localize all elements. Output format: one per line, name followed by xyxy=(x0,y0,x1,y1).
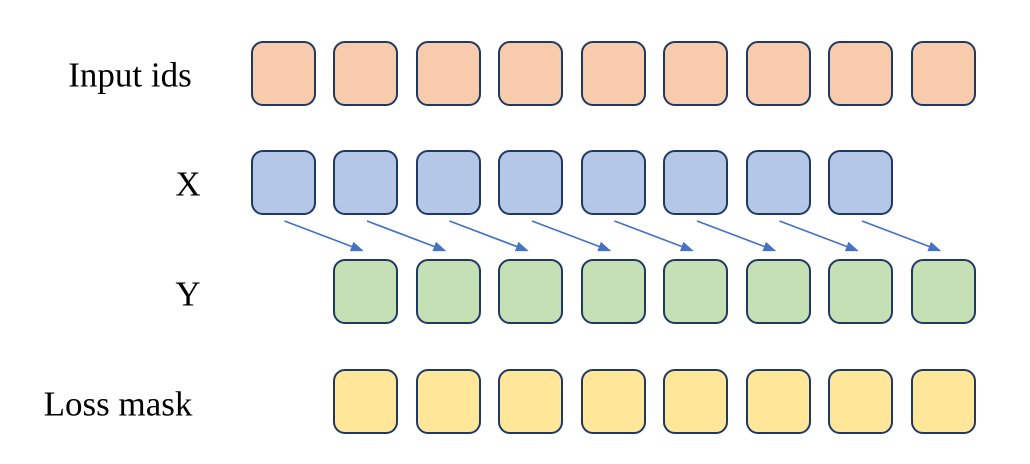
loss-mask-token-row xyxy=(0,369,1030,435)
token-cell-loss_mask-5 xyxy=(745,369,811,434)
token-cell-x-1 xyxy=(333,150,398,215)
row-label-input-ids: Input ids xyxy=(68,55,192,95)
token-cell-y-7 xyxy=(910,259,976,324)
token-cell-y-2 xyxy=(498,259,563,324)
token-cell-input_ids-2 xyxy=(415,41,481,106)
row-label-y: Y xyxy=(175,274,201,314)
token-cell-loss_mask-1 xyxy=(415,369,481,434)
token-cell-y-0 xyxy=(333,259,398,324)
token-cell-y-5 xyxy=(745,259,811,324)
token-cell-loss_mask-2 xyxy=(498,369,563,434)
token-cell-y-1 xyxy=(415,259,481,324)
token-cell-input_ids-0 xyxy=(250,41,316,106)
shift-arrow-3 xyxy=(531,220,612,252)
token-cell-input_ids-5 xyxy=(663,41,728,106)
token-cell-loss_mask-4 xyxy=(663,369,728,434)
token-cell-x-4 xyxy=(580,150,646,215)
token-cell-input_ids-3 xyxy=(498,41,563,106)
shift-arrow-5 xyxy=(696,220,777,252)
x-token-row xyxy=(0,150,1030,216)
token-cell-input_ids-1 xyxy=(333,41,398,106)
shift-arrow-7 xyxy=(861,220,942,252)
token-cell-x-2 xyxy=(415,150,481,215)
token-cell-x-3 xyxy=(498,150,563,215)
token-cell-x-7 xyxy=(828,150,893,215)
shift-arrow-group xyxy=(284,220,942,252)
token-cell-loss_mask-6 xyxy=(828,369,893,434)
token-cell-loss_mask-7 xyxy=(910,369,976,434)
input-ids-token-row xyxy=(0,41,1030,107)
token-cell-x-0 xyxy=(250,150,316,215)
shift-arrow-1 xyxy=(366,220,447,252)
token-cell-y-6 xyxy=(828,259,893,324)
token-cell-y-3 xyxy=(580,259,646,324)
token-cell-x-6 xyxy=(745,150,811,215)
row-label-loss-mask: Loss mask xyxy=(43,384,193,424)
shift-arrow-2 xyxy=(449,220,529,252)
token-cell-x-5 xyxy=(663,150,728,215)
token-cell-input_ids-6 xyxy=(745,41,811,106)
shift-arrow-4 xyxy=(614,220,694,252)
token-cell-y-4 xyxy=(663,259,728,324)
row-label-x: X xyxy=(175,164,201,204)
token-cell-input_ids-8 xyxy=(910,41,976,106)
shift-arrow-6 xyxy=(779,220,859,252)
token-cell-loss_mask-0 xyxy=(333,369,398,434)
token-cell-loss_mask-3 xyxy=(580,369,646,434)
token-cell-input_ids-4 xyxy=(580,41,646,106)
token-cell-input_ids-7 xyxy=(828,41,893,106)
shift-arrow-0 xyxy=(284,220,364,252)
y-token-row xyxy=(0,259,1030,325)
